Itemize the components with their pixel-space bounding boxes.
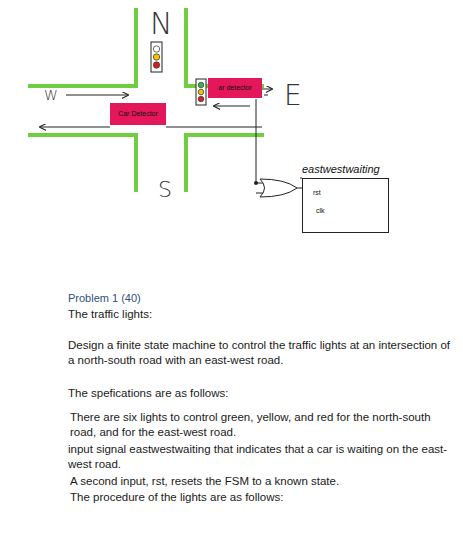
lane-arrow — [40, 127, 110, 128]
lamp — [198, 89, 204, 95]
lamp — [153, 46, 159, 52]
detector-box: Car Detector — [110, 103, 166, 125]
lamp — [198, 82, 204, 88]
lamp — [198, 96, 204, 102]
problem-heading: Problem 1 (40) — [68, 291, 141, 305]
light-housing — [151, 42, 162, 72]
traffic-light — [196, 79, 206, 105]
wire — [256, 99, 257, 183]
paragraph: There are six lights to control green, y… — [70, 410, 453, 440]
flip-flop-box: rst clk — [302, 178, 389, 233]
compass-letter: W — [44, 86, 58, 104]
compass-letter: S — [158, 176, 172, 205]
junction-dot — [254, 181, 258, 185]
lane-arrow — [166, 127, 262, 128]
road-edge — [186, 135, 262, 190]
or-gate — [260, 179, 297, 197]
road-edge — [30, 135, 136, 190]
light-housing — [196, 79, 206, 105]
lane-arrow — [264, 95, 268, 96]
compass-letter: N — [150, 4, 172, 43]
detector-box: ar detector — [208, 78, 262, 98]
paragraph: The spefications are as follows: — [68, 386, 453, 401]
lane-arrow — [214, 106, 250, 107]
traffic-light — [151, 42, 162, 72]
port-label: rst — [313, 189, 321, 197]
paragraph: input signal eastwestwaiting that indica… — [68, 442, 453, 472]
road-edges — [30, 10, 262, 190]
lane-arrow — [262, 89, 272, 90]
signal-name: eastwestwaiting — [302, 162, 380, 176]
paragraph: The traffic lights: — [68, 307, 453, 322]
lamp — [153, 62, 159, 68]
paragraph: A second input, rst, resets the FSM to a… — [70, 474, 453, 489]
lamp — [153, 54, 159, 60]
paragraph: The procedure of the lights are as follo… — [70, 490, 453, 505]
road-edge — [186, 10, 262, 86]
detector-label: Car Detector — [118, 110, 158, 118]
paragraph: Design a finite state machine to control… — [68, 338, 453, 368]
compass-letter: E — [284, 78, 302, 114]
detector-label: ar detector — [218, 84, 251, 92]
port-label: clk — [316, 207, 325, 215]
road-edge — [30, 10, 136, 86]
lane-arrow — [66, 95, 128, 96]
